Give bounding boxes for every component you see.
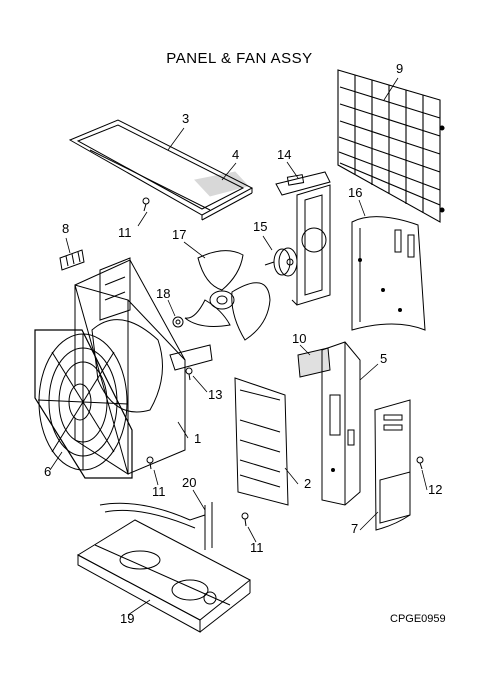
propeller-fan [185, 251, 270, 340]
callout-11-bottom: 11 [250, 540, 264, 555]
callout-4: 4 [232, 147, 240, 162]
cabinet-front [75, 258, 212, 474]
callout-8: 8 [62, 221, 70, 236]
side-panel-right [352, 217, 425, 330]
rear-wire-grille [338, 70, 444, 222]
callout-16: 16 [348, 185, 363, 200]
top-panel [70, 120, 252, 220]
screw-11a [143, 198, 149, 211]
callout-11-mid: 11 [152, 484, 166, 499]
screw-11b [147, 457, 153, 469]
pipe-assembly [100, 502, 212, 550]
callout-3: 3 [182, 111, 190, 126]
drawing-code: CPGE0959 [390, 613, 446, 625]
fan-motor [265, 248, 297, 276]
base-pan [78, 520, 250, 632]
partition-plate [322, 342, 360, 505]
screw-12 [417, 457, 423, 469]
clip-part [60, 250, 84, 270]
callout-12: 12 [428, 482, 443, 497]
callout-6: 6 [44, 464, 52, 479]
callout-15: 15 [253, 219, 268, 234]
screw-13 [186, 368, 192, 380]
fan-motor-bracket [276, 172, 330, 305]
leader-lines [50, 78, 427, 615]
fan-nut [173, 317, 183, 327]
callout-19: 19 [120, 611, 135, 626]
callout-14: 14 [277, 147, 292, 162]
callout-11-top: 11 [118, 225, 132, 240]
diagram-title: PANEL & FAN ASSY [166, 50, 313, 67]
callout-5: 5 [380, 351, 388, 366]
callout-18: 18 [156, 286, 171, 301]
screw-11c [242, 513, 248, 526]
callout-13: 13 [208, 387, 223, 402]
callout-10: 10 [292, 331, 307, 346]
service-panel [375, 400, 410, 530]
callout-1: 1 [194, 431, 202, 446]
callout-20: 20 [182, 475, 197, 490]
front-fan-grille [35, 330, 132, 478]
front-side-panel [235, 378, 288, 505]
name-plate [298, 348, 330, 377]
callout-7: 7 [351, 521, 359, 536]
callout-17: 17 [172, 227, 187, 242]
callout-2: 2 [304, 476, 312, 491]
callout-9: 9 [396, 61, 404, 76]
